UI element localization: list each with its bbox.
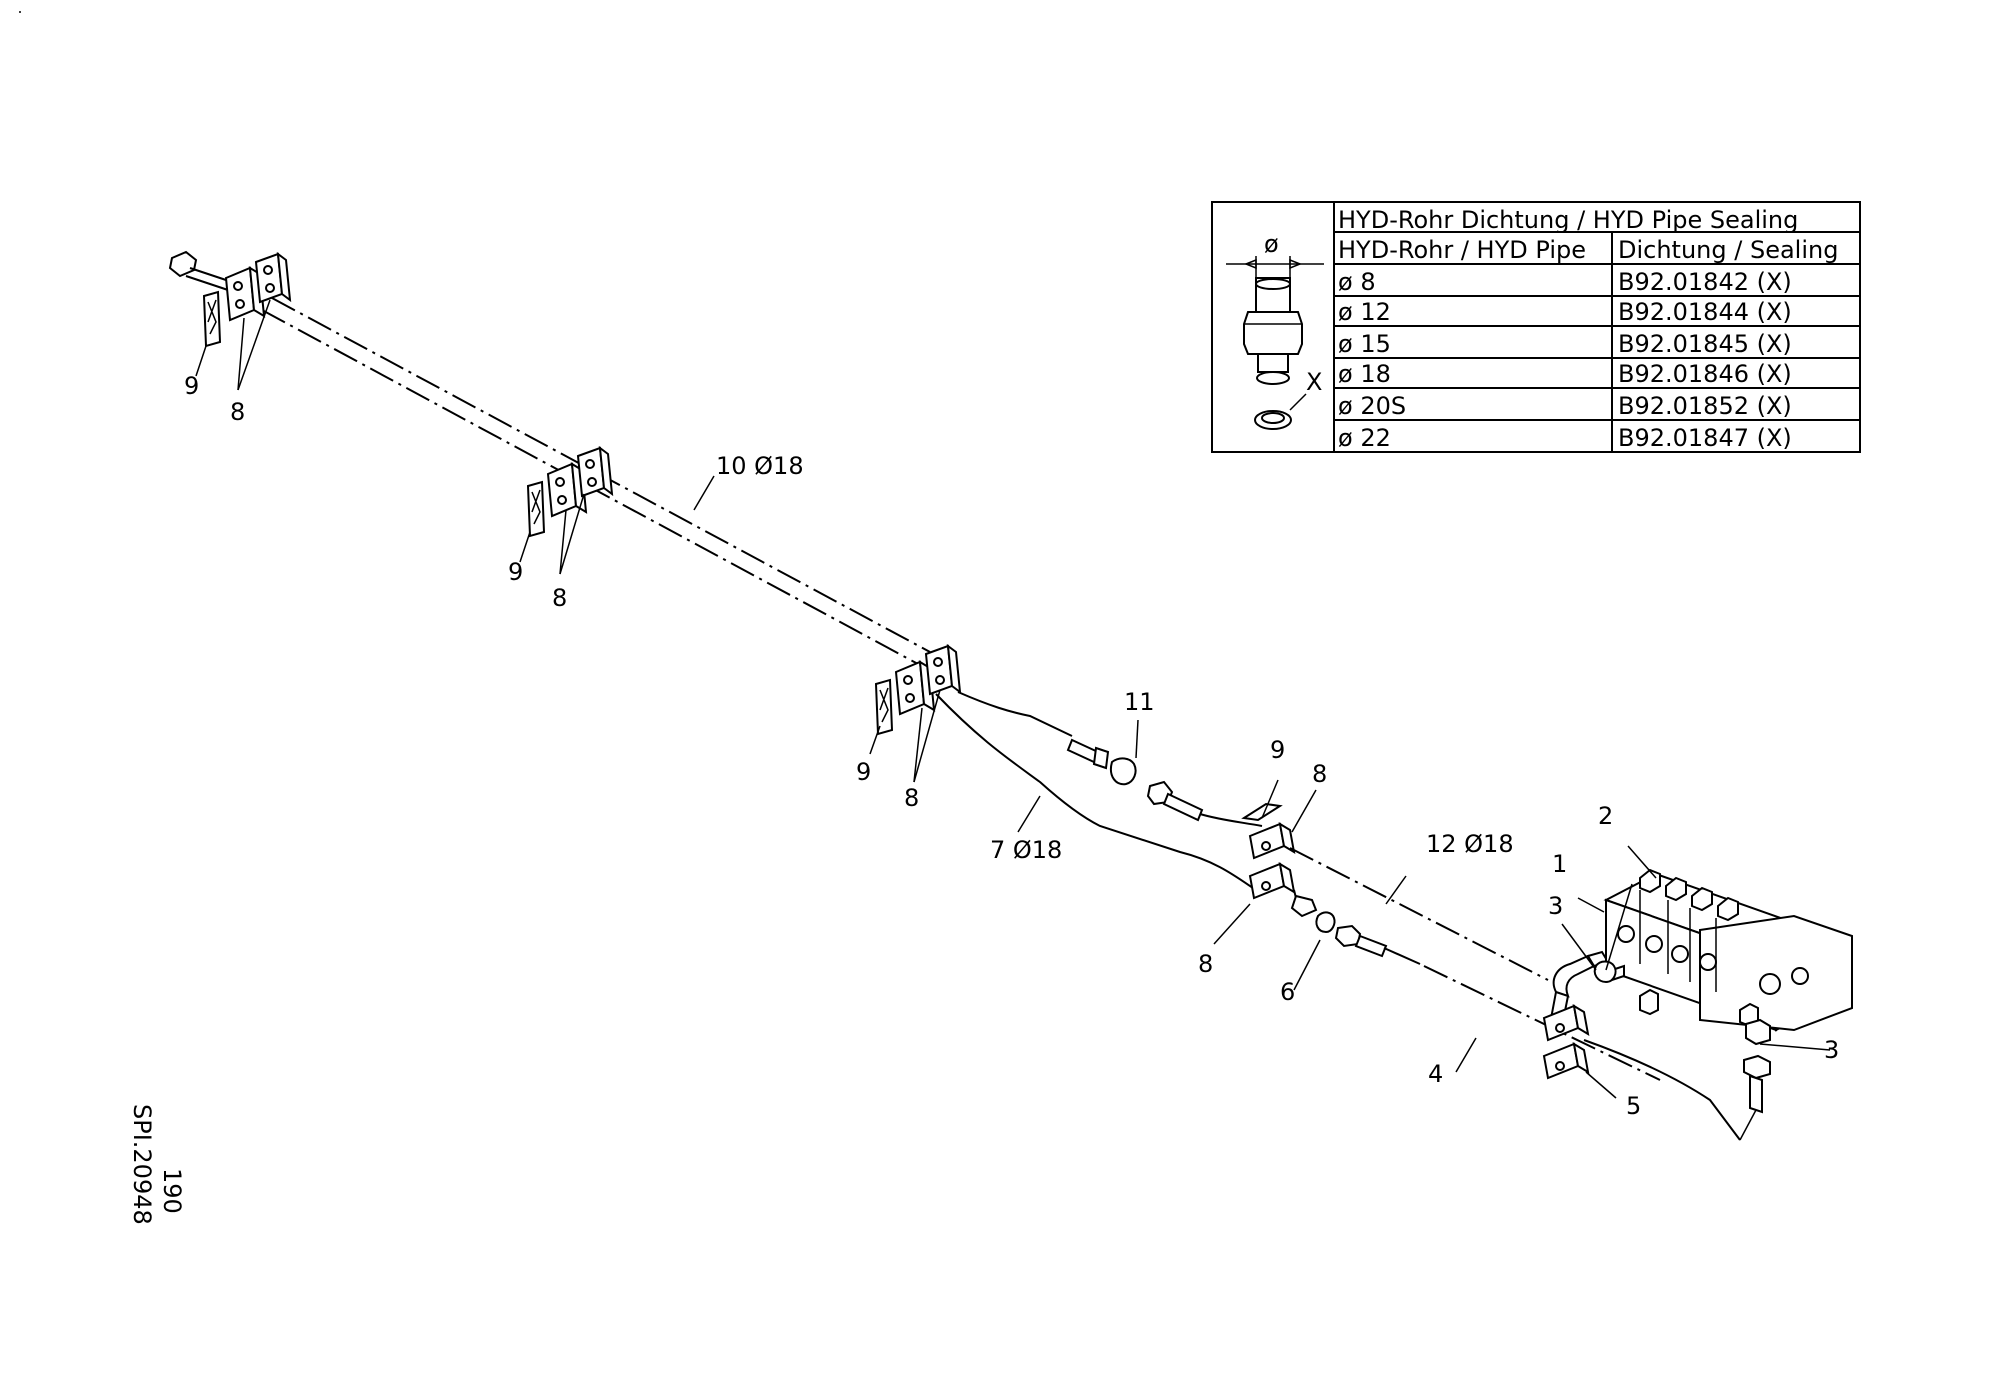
table-header-pipe: HYD-Rohr / HYD Pipe bbox=[1338, 236, 1586, 264]
callout-labels: 9 8 9 8 10 Ø18 9 8 7 Ø18 11 9 8 8 6 12 Ø… bbox=[184, 372, 1839, 1120]
callout-8: 8 bbox=[1312, 760, 1327, 788]
drawing-id: SPI.20948 bbox=[128, 1104, 156, 1225]
table-cell-pipe: ø 8 bbox=[1338, 268, 1376, 296]
page-number: 190 bbox=[158, 1168, 186, 1214]
callout-7: 7 Ø18 bbox=[990, 836, 1062, 864]
callout-9: 9 bbox=[508, 558, 523, 586]
pipe-7 bbox=[935, 691, 1263, 895]
callout-10: 10 Ø18 bbox=[716, 452, 804, 480]
clamp-group-3[interactable] bbox=[874, 643, 962, 736]
callout-9: 9 bbox=[856, 758, 871, 786]
table-cell-seal: B92.01846 (X) bbox=[1618, 360, 1792, 388]
callout-8: 8 bbox=[1198, 950, 1213, 978]
fitting-6[interactable] bbox=[1290, 889, 1421, 965]
pipe-4 bbox=[1423, 965, 1661, 1081]
callout-8: 8 bbox=[904, 784, 919, 812]
diameter-symbol: ø bbox=[1264, 230, 1279, 258]
callout-9: 9 bbox=[184, 372, 199, 400]
sealing-table: HYD-Rohr Dichtung / HYD Pipe Sealing HYD… bbox=[1211, 201, 1861, 453]
table-cell-pipe: ø 22 bbox=[1338, 424, 1391, 452]
table-cell-pipe: ø 15 bbox=[1338, 330, 1391, 358]
drawing-reference: SPI.20948 190 bbox=[128, 1104, 186, 1225]
clamp-group-4[interactable] bbox=[1241, 802, 1296, 900]
seal-detail-drawing: ø X bbox=[1226, 230, 1324, 430]
callout-5: 5 bbox=[1626, 1092, 1641, 1120]
table-header-seal: Dichtung / Sealing bbox=[1618, 236, 1838, 264]
callout-6: 6 bbox=[1280, 978, 1295, 1006]
callout-8: 8 bbox=[552, 584, 567, 612]
leader-lines bbox=[195, 299, 1831, 1141]
table-cell-pipe: ø 12 bbox=[1338, 298, 1391, 326]
table-cell-seal: B92.01845 (X) bbox=[1618, 330, 1792, 358]
callout-3: 3 bbox=[1548, 892, 1563, 920]
clamp-group-1[interactable] bbox=[168, 250, 292, 348]
callout-3: 3 bbox=[1824, 1036, 1839, 1064]
callout-12: 12 Ø18 bbox=[1426, 830, 1514, 858]
fitting-3-right[interactable] bbox=[1743, 1018, 1771, 1114]
table-title: HYD-Rohr Dichtung / HYD Pipe Sealing bbox=[1338, 206, 1798, 234]
corner-dot bbox=[19, 11, 21, 13]
table-cell-seal: B92.01852 (X) bbox=[1618, 392, 1792, 420]
fitting-3-left[interactable] bbox=[1593, 960, 1617, 984]
table-cell-seal: B92.01847 (X) bbox=[1618, 424, 1792, 452]
callout-4: 4 bbox=[1428, 1060, 1443, 1088]
pipe-1-elbow[interactable] bbox=[1542, 950, 1741, 1141]
fitting-11[interactable] bbox=[1066, 738, 1263, 827]
table-cell-seal: B92.01844 (X) bbox=[1618, 298, 1792, 326]
table-cell-pipe: ø 20S bbox=[1338, 392, 1406, 420]
callout-11: 11 bbox=[1124, 688, 1155, 716]
valve-block-2[interactable] bbox=[1603, 868, 1853, 1032]
callout-8: 8 bbox=[230, 398, 245, 426]
callout-2: 2 bbox=[1598, 802, 1613, 830]
table-cell-seal: B92.01842 (X) bbox=[1618, 268, 1792, 296]
pipe-12 bbox=[1289, 847, 1549, 981]
callout-1: 1 bbox=[1552, 850, 1567, 878]
clamp-group-2[interactable] bbox=[526, 445, 614, 538]
callout-9: 9 bbox=[1270, 736, 1285, 764]
seal-marker-x: X bbox=[1306, 368, 1322, 396]
table-cell-pipe: ø 18 bbox=[1338, 360, 1391, 388]
